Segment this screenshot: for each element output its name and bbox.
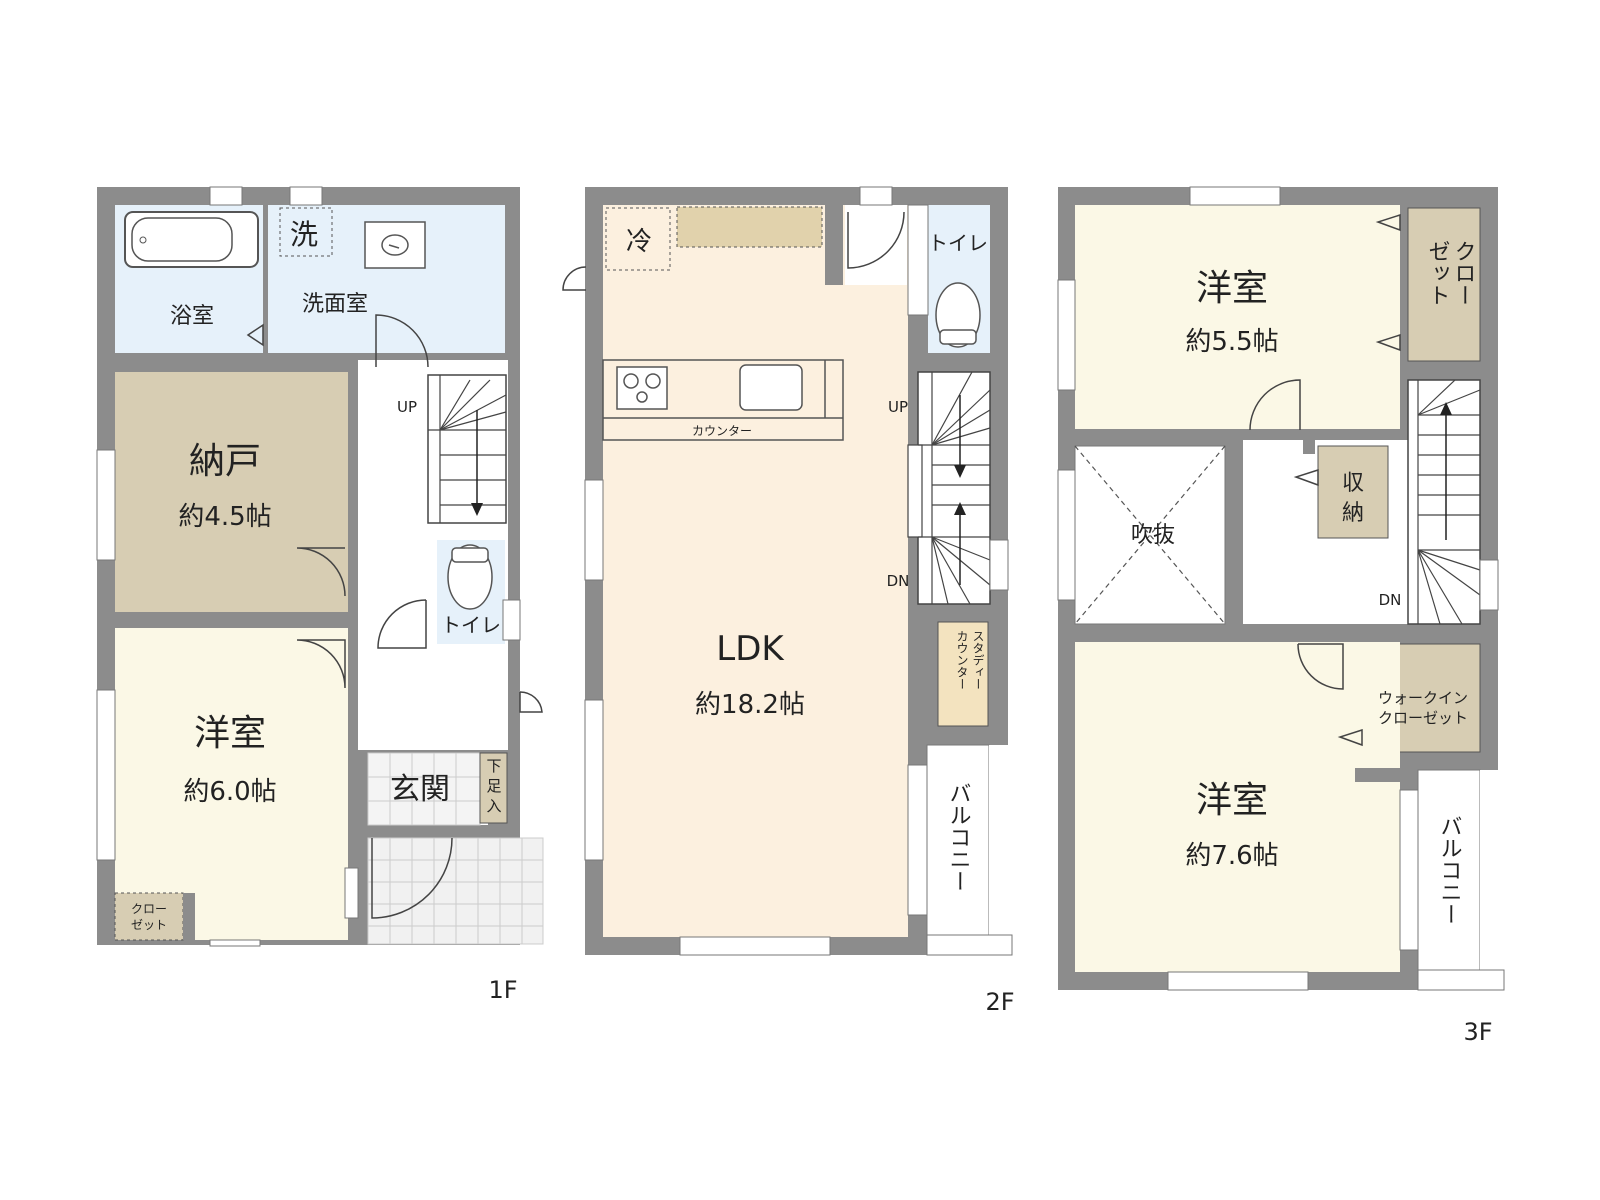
shoe-storage-label-2: 足 — [486, 777, 501, 795]
floor-3-plan: 洋室 約5.5帖 クロー ゼット 吹抜 収 納 DN ウォークイン クローゼット… — [1057, 186, 1505, 1046]
western-room-b-area: 約7.6帖 — [1185, 841, 1278, 871]
stairs-1f — [427, 374, 507, 524]
closet-3f-label-2: ゼット — [1425, 240, 1450, 306]
storage-3f — [1317, 445, 1389, 539]
bath-label: 浴室 — [170, 304, 214, 329]
storeroom-label: 納戸 — [189, 441, 261, 482]
windows-3f — [1057, 186, 1499, 991]
doors-2f — [562, 211, 905, 291]
western-room-a — [1075, 205, 1400, 429]
ldk-area: 約18.2帖 — [695, 690, 805, 720]
western-room-1f — [115, 628, 348, 940]
toilet-2f-label: トイレ — [928, 231, 988, 255]
doors-3f — [1249, 213, 1401, 747]
closet-3f-label-1: クロー — [1451, 240, 1476, 306]
toilet-1f-label: トイレ — [441, 613, 501, 637]
entrance-label: 玄関 — [390, 772, 450, 807]
washer-label: 洗 — [290, 218, 318, 251]
shoe-storage — [479, 752, 508, 824]
balcony-2f — [926, 744, 990, 936]
balcony-2f-label: バルコニー — [946, 782, 971, 892]
floor-2-plan: 冷 トイレ カウンター LDK 約18.2帖 UP DN スタディー カウンター… — [562, 186, 1015, 1016]
ldk-room — [603, 205, 908, 937]
floor-1-plan: 浴室 洗 洗面室 納戸 約4.5帖 洋室 約6.0帖 クロー ゼット トイレ 玄… — [96, 186, 544, 1004]
void-label: 吹抜 — [1131, 523, 1175, 548]
western-room-a-area: 約5.5帖 — [1185, 327, 1278, 357]
walkin-closet-label-2: クローゼット — [1378, 709, 1468, 727]
western-room-b-label: 洋室 — [1196, 780, 1268, 821]
closet-3f — [1407, 207, 1481, 362]
study-counter-label-1: スタディー — [971, 630, 985, 690]
washer-space — [279, 207, 333, 257]
entrance-tile-grid — [367, 752, 481, 826]
floor-2-label: 2F — [985, 988, 1014, 1016]
western-room-1f-area: 約6.0帖 — [183, 777, 276, 807]
western-room-1f-label: 洋室 — [194, 713, 266, 754]
washroom-label: 洗面室 — [302, 292, 368, 317]
stairs-2f-down-label: DN — [887, 572, 910, 590]
kitchen-sink-icon — [739, 364, 803, 411]
storeroom-room — [115, 372, 348, 612]
shoe-storage-label-1: 下 — [486, 757, 501, 775]
bathtub-drain-icon — [139, 236, 147, 244]
porch-tile-grid — [367, 837, 544, 945]
upper-cabinet — [676, 206, 823, 248]
walkin-closet-label-1: ウォークイン — [1378, 689, 1468, 707]
bathtub-inner — [131, 217, 233, 262]
windows-2f — [584, 186, 1009, 956]
western-room-b — [1075, 642, 1400, 972]
storage-3f-label-1: 収 — [1342, 471, 1364, 496]
sink-basin-icon — [381, 234, 409, 256]
stairs-2f-up-label: UP — [888, 398, 908, 416]
shoe-storage-label-3: 入 — [486, 797, 501, 815]
storeroom-area: 約4.5帖 — [178, 502, 271, 532]
entry-hall-2f — [845, 205, 907, 285]
fridge-space — [605, 207, 671, 271]
storage-3f-label-2: 納 — [1342, 501, 1364, 526]
stairs-3f — [1407, 379, 1481, 625]
study-counter — [937, 621, 989, 727]
ldk-label: LDK — [716, 629, 785, 669]
balcony-3f-label: バルコニー — [1437, 815, 1462, 925]
stairs-2f — [917, 371, 991, 605]
windows-1f — [96, 186, 521, 947]
closet-1f-label-1: クロー — [131, 902, 167, 916]
closet-1f-label-2: ゼット — [131, 918, 167, 932]
doors-1f — [246, 314, 543, 919]
counter-label: カウンター — [692, 424, 752, 438]
fridge-label: 冷 — [626, 227, 652, 257]
floor-1-label: 1F — [488, 976, 517, 1004]
closet-1f — [114, 892, 184, 941]
floor-3-label: 3F — [1463, 1018, 1492, 1046]
study-counter-label-2: カウンター — [955, 630, 969, 690]
western-room-a-label: 洋室 — [1196, 268, 1268, 309]
stairs-3f-down-label: DN — [1379, 591, 1402, 609]
stairs-1f-up-label: UP — [397, 398, 417, 416]
